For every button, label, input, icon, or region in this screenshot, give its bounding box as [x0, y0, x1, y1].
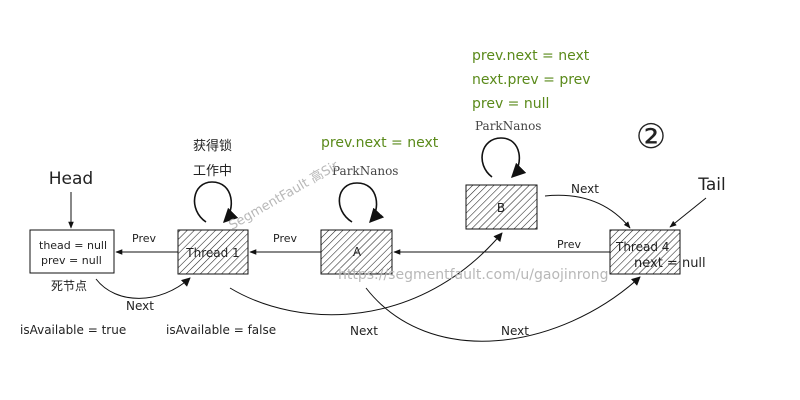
prev-label-a-thread1: Prev [273, 232, 297, 245]
dead-node-caption: 死节点 [51, 279, 87, 293]
head-label: Head [49, 169, 93, 189]
prev-label-thread4-a: Prev [557, 238, 581, 251]
tail-label: Tail [697, 175, 725, 195]
thread4-next-null: next = null [634, 256, 706, 271]
next-label-dead-thread1: Next [126, 299, 154, 313]
thread1-caption-2: 工作中 [193, 164, 232, 179]
prev-label-thread1-dead: Prev [132, 232, 156, 245]
node-a-state: ParkNanos [332, 164, 398, 178]
node-b-op-3: prev = null [472, 96, 549, 112]
next-edge-b-thread4 [544, 194, 631, 229]
watermark-url: https://segmentfault.com/u/gaojinrong [338, 267, 608, 283]
tail-pointer [669, 197, 707, 228]
node-a-self-loop [338, 182, 385, 224]
next-edge-dead-thread1 [95, 277, 191, 299]
watermark-diagonal: SegmentFault 高Sir [226, 157, 342, 233]
next-edge-thread1-b [229, 232, 503, 316]
dead-node [29, 229, 115, 274]
thread1-caption-1: 获得锁 [193, 138, 232, 154]
node-b-op-1: prev.next = next [472, 48, 590, 64]
thread4-label: Thread 4 [615, 240, 669, 254]
thread1-label: Thread 1 [185, 246, 239, 260]
node-b-self-loop [481, 137, 527, 179]
node-b [465, 184, 538, 230]
node-b-op-2: next.prev = prev [472, 72, 591, 88]
thread1-node [177, 229, 249, 275]
next-label-a-thread4: Next [501, 324, 529, 338]
node-a [320, 229, 393, 275]
node-a-op: prev.next = next [321, 135, 439, 151]
step-badge: ② [636, 117, 666, 157]
dead-node-available: isAvailable = true [20, 323, 126, 337]
node-b-state: ParkNanos [475, 119, 541, 133]
thread1-available: isAvailable = false [166, 323, 276, 337]
next-label-b-thread4: Next [571, 182, 599, 196]
dead-node-prev: prev = null [41, 254, 102, 267]
next-edge-a-thread4 [365, 276, 641, 342]
dead-node-thread: thead = null [39, 239, 107, 252]
node-b-label: B [497, 201, 505, 215]
next-label-thread1-b: Next [350, 324, 378, 338]
node-a-label: A [353, 245, 362, 259]
thread1-self-loop [193, 181, 239, 224]
